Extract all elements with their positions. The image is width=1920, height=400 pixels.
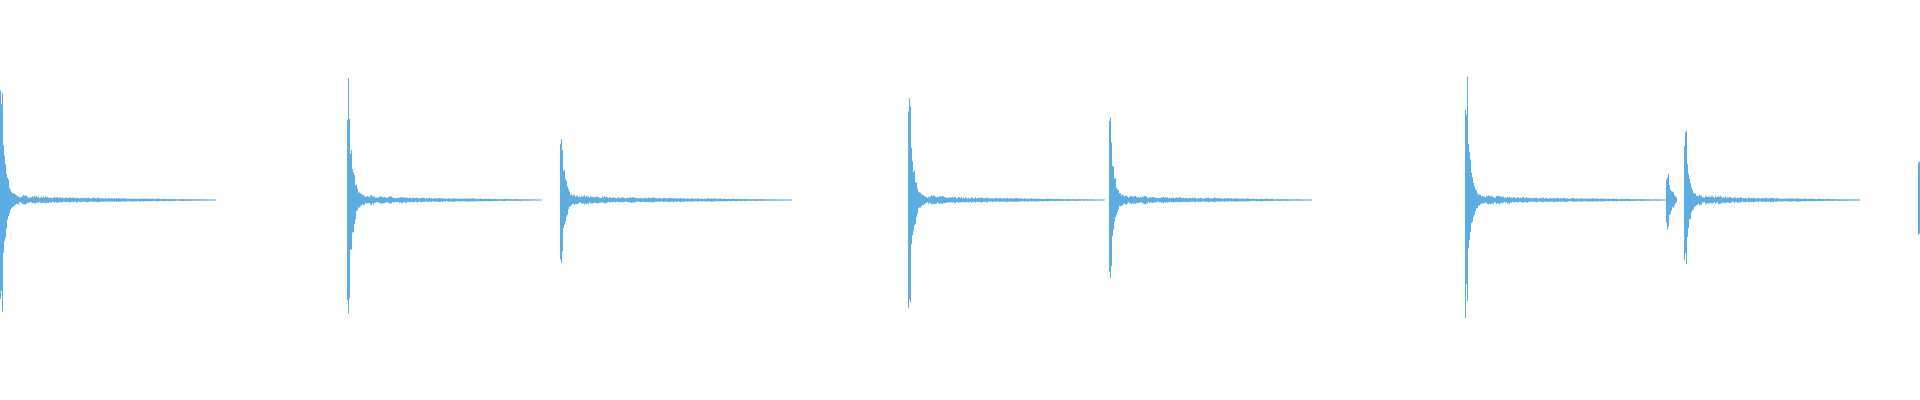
waveform-hit-2 bbox=[347, 78, 542, 314]
waveform-track bbox=[0, 76, 1920, 318]
waveform-hit-3 bbox=[560, 139, 792, 263]
waveform-hit-7 bbox=[1666, 173, 1677, 230]
waveform-hit-4 bbox=[908, 98, 1105, 308]
waveform-hit-8 bbox=[1684, 130, 1860, 265]
